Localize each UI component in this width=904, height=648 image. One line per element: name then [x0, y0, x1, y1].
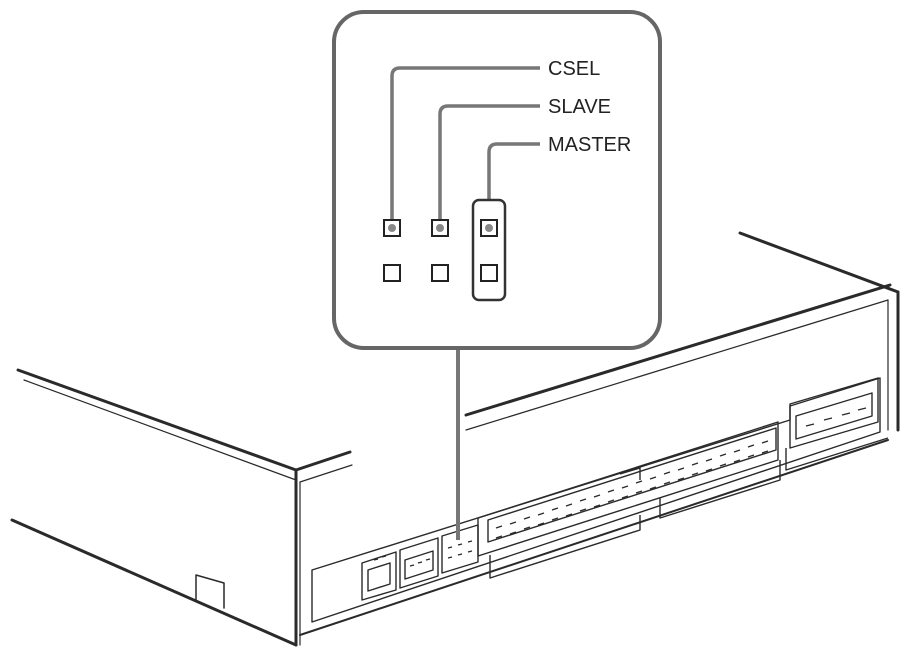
csel-leader [390, 66, 540, 228]
drive-back-top-edge [738, 231, 900, 294]
drive-body [10, 231, 900, 647]
ide-connector-key [619, 467, 641, 480]
pin-master-bottom [480, 264, 498, 282]
pin-row-bottom [383, 264, 498, 282]
drive-top-inner-front-edge [299, 464, 353, 483]
pin-master-top-dot [485, 224, 493, 232]
recessed-plate [311, 377, 881, 623]
drive-top-front-edge [294, 450, 352, 472]
audio-connector [361, 551, 397, 601]
drive-front-bottom-edge [299, 439, 889, 636]
drive-top-front-edge-right [464, 283, 892, 417]
drive-top-inner-front-edge-right [465, 299, 889, 431]
drive-bottom-left-edge [10, 518, 298, 647]
callout-frame [332, 10, 662, 350]
drive-side-tab [195, 574, 225, 609]
csel-label: CSEL [548, 58, 600, 80]
pin-csel-bottom [383, 264, 401, 282]
jumper-block [441, 524, 479, 574]
master-leader [487, 142, 540, 228]
digital-audio-connector [399, 537, 439, 589]
drive-top-left-edge [16, 368, 298, 472]
drive-top-inner-left-edge [23, 379, 297, 481]
slave-label: SLAVE [548, 96, 611, 118]
power-connector [785, 377, 889, 471]
label-leaders [390, 66, 540, 228]
pin-csel-top-dot [388, 224, 396, 232]
pin-slave-top-dot [436, 224, 444, 232]
slave-leader [438, 104, 540, 228]
connector-panel [311, 377, 889, 623]
master-label: MASTER [548, 134, 631, 156]
jumper-shunt [471, 198, 507, 302]
pin-slave-bottom [431, 264, 449, 282]
pin-row-top [383, 219, 498, 237]
jumper-callout: CSEL SLAVE MASTER [332, 10, 662, 350]
ide-connector [477, 421, 781, 579]
